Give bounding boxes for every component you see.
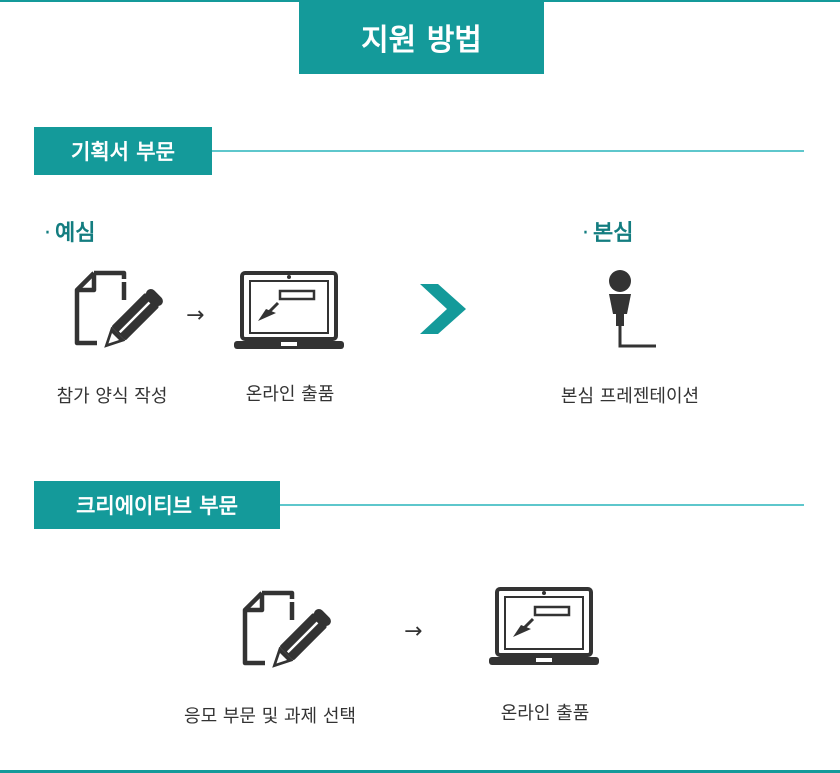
stage-preliminary: ·예심 bbox=[44, 215, 95, 247]
flow-arrow-creative: → bbox=[404, 619, 423, 644]
step-caption-online-submit-creative: 온라인 출품 bbox=[500, 703, 590, 724]
stage-bullet: · bbox=[582, 221, 589, 246]
flow-arrow-planning: → bbox=[186, 303, 205, 328]
section-divider-planning bbox=[212, 150, 804, 152]
microphone-icon bbox=[609, 270, 656, 348]
document-pencil-icon bbox=[242, 590, 331, 668]
page-title: 지원 방법 bbox=[299, 0, 544, 74]
bottom-rule bbox=[0, 770, 840, 773]
stage-label-final: 본심 bbox=[593, 221, 634, 246]
document-pencil-icon bbox=[74, 270, 163, 348]
step-caption-category-select: 응모 부문 및 과제 선택 bbox=[184, 706, 356, 727]
stage-bullet: · bbox=[44, 221, 51, 246]
step-caption-online-submit: 온라인 출품 bbox=[245, 384, 335, 405]
chevron-right-icon bbox=[420, 284, 466, 334]
section-label-creative: 크리에이티브 부문 bbox=[34, 481, 280, 529]
step-caption-form: 참가 양식 작성 bbox=[56, 386, 168, 407]
laptop-icon bbox=[489, 587, 599, 665]
laptop-icon bbox=[234, 271, 344, 349]
stage-final: ·본심 bbox=[582, 215, 633, 247]
section-label-planning: 기획서 부문 bbox=[34, 127, 212, 175]
stage-label-preliminary: 예심 bbox=[55, 221, 96, 246]
section-divider-creative bbox=[280, 504, 804, 506]
step-caption-presentation: 본심 프레젠테이션 bbox=[560, 386, 700, 407]
